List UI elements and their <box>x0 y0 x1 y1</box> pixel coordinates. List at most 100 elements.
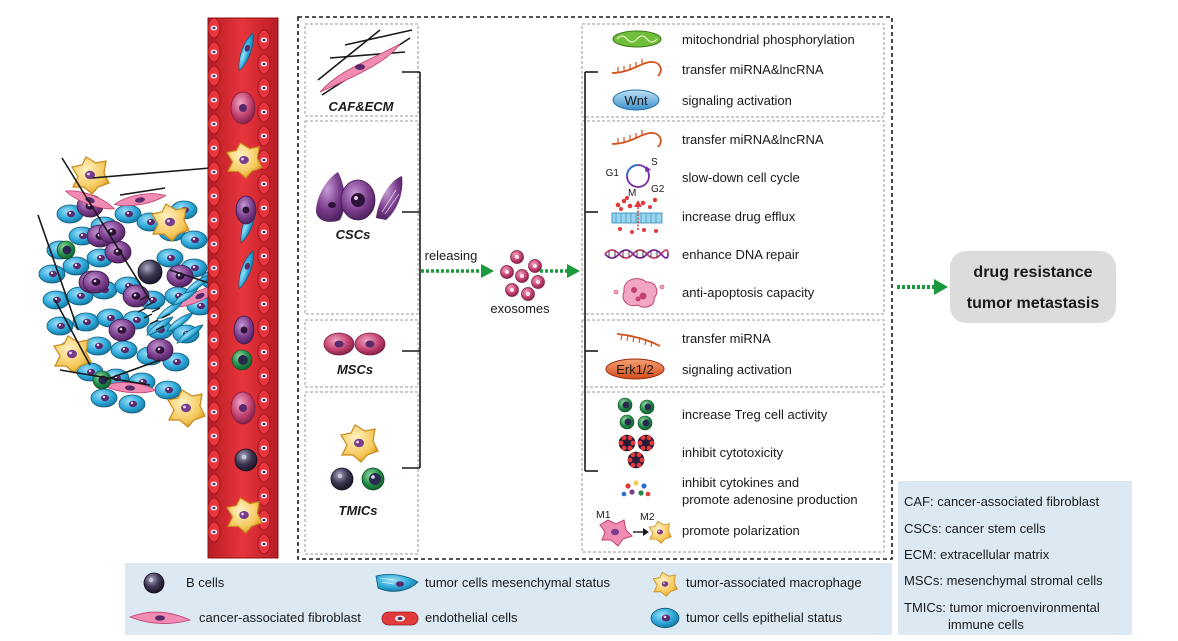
tumor-epithelial-cell <box>156 248 184 268</box>
tumor-b-cell <box>137 259 163 285</box>
tumor-ecm-marks <box>137 295 171 331</box>
abbreviation-line: CSCs: cancer stem cells <box>904 521 1046 536</box>
endothelial-cell-icon <box>381 611 419 626</box>
tmics-illustration <box>330 424 385 491</box>
effect-text: slow-down cell cycle <box>682 170 800 185</box>
source-label-caf-ecm: CAF&ECM <box>329 99 395 114</box>
effect-text: increase Treg cell activity <box>682 407 828 422</box>
tumor-epithelial-cell <box>154 380 182 400</box>
abbreviation-line-2: immune cells <box>948 617 1024 632</box>
wnt-icon: Wnt <box>612 89 660 111</box>
effect-text: signaling activation <box>682 93 792 108</box>
ecm-fibers <box>37 157 231 386</box>
abbreviation-line: ECM: extracellular matrix <box>904 547 1050 562</box>
cscs-illustration <box>316 172 403 222</box>
tumor-stem-cell <box>82 270 110 294</box>
svg-text:M: M <box>628 188 636 199</box>
effect-text: transfer miRNA&lncRNA <box>682 132 824 147</box>
effect-text: inhibit cytokines and <box>682 475 799 490</box>
mirna-icon <box>616 333 661 348</box>
cytotoxic-icon <box>618 434 655 469</box>
tumor-epithelial-cell <box>84 336 112 356</box>
apoptosis-icon <box>613 278 665 308</box>
effects-bracket <box>584 71 598 472</box>
legend-panel <box>125 563 892 635</box>
outcome-box <box>950 251 1116 323</box>
effect-text: increase drug efflux <box>682 209 796 224</box>
legend-label: tumor cells mesenchymal status <box>425 575 610 590</box>
fibroblast-icon <box>128 611 192 624</box>
tumor-fibroblast <box>103 382 157 394</box>
mscs-illustration <box>323 332 386 356</box>
outcome-arrowhead <box>934 279 948 295</box>
releasing-label: releasing <box>425 248 478 263</box>
svg-text:M1: M1 <box>596 509 611 521</box>
tumor-mesenchymal-cell <box>176 324 204 344</box>
tumor-epithelial-cell <box>118 394 146 414</box>
tumor-fibroblast <box>113 193 167 207</box>
tumor-epithelial-cell <box>90 388 118 408</box>
blood-vessel <box>207 17 279 559</box>
treg-icon <box>617 397 655 431</box>
svg-text:M2: M2 <box>640 511 655 523</box>
vessel-mesenchymal-cell <box>238 32 254 72</box>
effect-text: transfer miRNA&lncRNA <box>682 62 824 77</box>
effect-text: transfer miRNA <box>682 331 771 346</box>
effect-text: inhibit cytotoxicity <box>682 445 784 460</box>
svg-text:G2: G2 <box>651 184 665 195</box>
source-label-cscs: CSCs <box>336 227 371 242</box>
tumor-epithelial-cell <box>180 230 208 250</box>
releasing-arrowhead <box>481 264 494 278</box>
exosome-arrowhead <box>567 264 580 278</box>
svg-text:Erk1/2: Erk1/2 <box>616 362 654 377</box>
caf-ecm-illustration <box>317 29 413 96</box>
legend-label: cancer-associated fibroblast <box>199 610 361 625</box>
exosomes-label: exosomes <box>490 301 550 316</box>
source-label-mscs: MSCs <box>337 362 373 377</box>
source-label-tmics: TMICs <box>339 503 378 518</box>
cell-cycle-icon: G1 S G2 M <box>606 157 665 199</box>
abbreviation-line: TMICs: tumor microenvironmental <box>904 600 1100 615</box>
vessel-mesenchymal-cell <box>238 250 254 290</box>
svg-text:G1: G1 <box>606 168 620 179</box>
effect-text: enhance DNA repair <box>682 247 800 262</box>
exosome-cluster <box>500 250 545 301</box>
mesenchymal-cell-icon <box>375 574 419 592</box>
tumor-mesenchymal-cell <box>146 316 174 336</box>
tumor-stem-cell <box>104 240 132 264</box>
outcome-line-1: drug resistance <box>973 264 1092 281</box>
legend-label: endothelial cells <box>425 610 518 625</box>
mitochondrion-icon <box>612 30 662 48</box>
vessel-b-cell <box>234 448 258 472</box>
legend-label: tumor-associated macrophage <box>686 575 862 590</box>
legend-label: B cells <box>186 575 225 590</box>
svg-text:Wnt: Wnt <box>624 93 648 108</box>
effect-text: signaling activation <box>682 362 792 377</box>
effect-text: anti-apoptosis capacity <box>682 285 815 300</box>
outcome-line-2: tumor metastasis <box>967 295 1100 312</box>
tumor-stem-cell <box>122 284 150 308</box>
dna-icon <box>604 249 669 259</box>
cytokine-icon <box>621 480 651 497</box>
tumor-mesenchymal-cell <box>166 312 194 332</box>
tumor-stem-cell <box>146 338 174 362</box>
polarization-icon: M1 M2 <box>596 509 672 547</box>
b-cell-icon <box>143 572 165 594</box>
tumor-macrophage <box>71 156 110 195</box>
epithelial-cell-icon <box>650 607 680 629</box>
effect-text: promote polarization <box>682 523 800 538</box>
svg-text:S: S <box>651 157 658 168</box>
efflux-icon <box>611 196 663 234</box>
source-bracket <box>402 71 421 469</box>
abbreviation-line: MSCs: mesenchymal stromal cells <box>904 573 1103 588</box>
effect-text-line2: promote adenosine production <box>682 492 858 507</box>
tumor-mass-illustration <box>37 156 231 428</box>
rna-strand-icon <box>611 59 662 77</box>
tumor-stem-cell <box>108 318 136 342</box>
rna-strand-icon <box>611 130 662 148</box>
effect-text: mitochondrial phosphorylation <box>682 32 855 47</box>
abbreviation-line: CAF: cancer-associated fibroblast <box>904 494 1099 509</box>
abbreviation-panel <box>898 481 1132 635</box>
legend-label: tumor cells epithelial status <box>686 610 843 625</box>
